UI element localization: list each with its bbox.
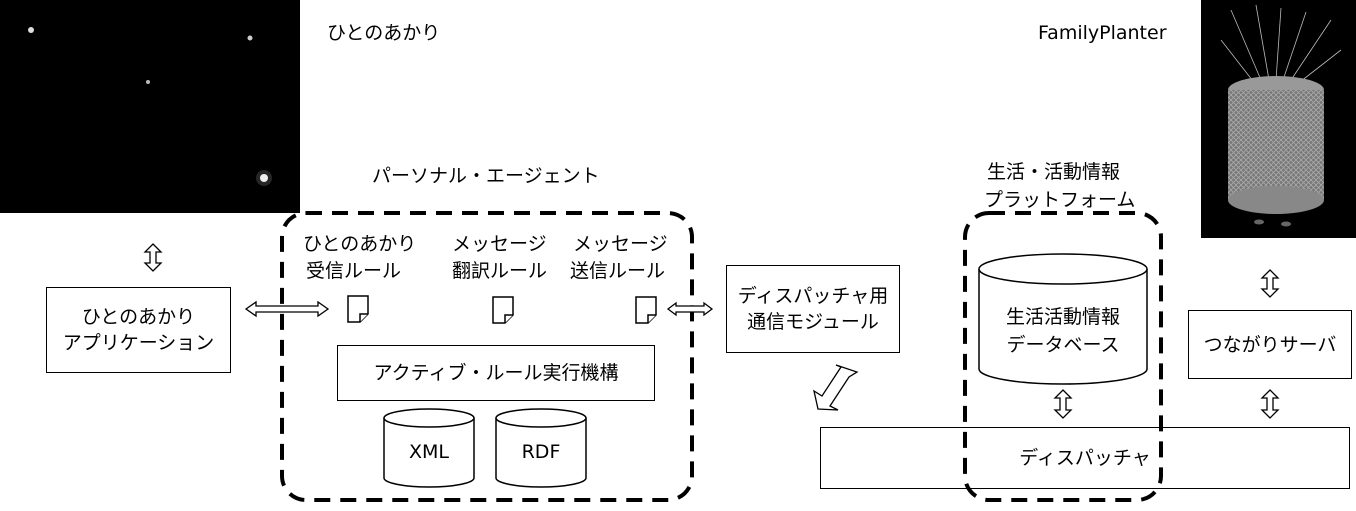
app-box-line2: アプリケーション xyxy=(62,332,215,354)
photo-app-vertical-arrow xyxy=(143,243,163,272)
database-cylinder xyxy=(978,253,1148,385)
familyplanter-photo xyxy=(1201,0,1356,238)
app-agent-horizontal-arrow xyxy=(244,300,330,318)
rule-1-line1: ひとのあかり xyxy=(303,233,417,255)
rule-2-line1: メッセージ xyxy=(452,233,547,255)
app-box-line1: ひとのあかり xyxy=(81,306,196,328)
rdf-label: RDF xyxy=(521,441,561,463)
database-dispatcher-vertical-arrow xyxy=(1053,389,1073,419)
rule-1-document-icon xyxy=(347,295,369,323)
rule-3-document-icon xyxy=(635,296,657,324)
hitonoakari-caption: ひとのあかり xyxy=(327,22,441,44)
database-label-line2: データベース xyxy=(1006,334,1120,356)
agent-module-horizontal-arrow xyxy=(666,301,714,317)
rule-2-document-icon xyxy=(492,296,514,324)
familyplanter-caption: FamilyPlanter xyxy=(1038,22,1167,44)
server-dispatcher-vertical-arrow xyxy=(1260,389,1280,419)
dispatch-module-line2: 通信モジュール xyxy=(747,311,879,333)
rule-engine-box: アクティブ・ルール実行機構 xyxy=(337,345,655,401)
dispatch-module-box: ディスパッチャ用 通信モジュール xyxy=(726,265,900,353)
database-label-line1: 生活活動情報 xyxy=(1005,306,1120,328)
xml-cylinder xyxy=(383,408,475,488)
platform-boundary xyxy=(963,211,1163,502)
rule-2-line2: 翻訳ルール xyxy=(452,260,548,282)
rule-engine-label: アクティブ・ルール実行機構 xyxy=(373,362,619,384)
rule-3-line2: 送信ルール xyxy=(570,260,666,282)
tsunagari-server-label: つながりサーバ xyxy=(1203,333,1337,356)
platform-title-line2: プラットフォーム xyxy=(984,189,1136,211)
rule-1-line2: 受信ルール xyxy=(306,260,402,282)
module-dispatcher-diagonal-arrow xyxy=(813,364,859,411)
tsunagari-server-box: つながりサーバ xyxy=(1188,310,1352,379)
agent-title: パーソナル・エージェント xyxy=(372,165,600,187)
rule-3-line1: メッセージ xyxy=(573,233,668,255)
hitonoakari-photo xyxy=(0,0,300,213)
dispatcher-label: ディスパッチャ xyxy=(1019,447,1151,469)
photo-server-vertical-arrow xyxy=(1260,269,1280,298)
planter-image xyxy=(1220,4,1342,227)
platform-title-line1: 生活・活動情報 xyxy=(987,161,1121,183)
dispatcher-box: ディスパッチャ xyxy=(820,427,1350,489)
xml-label: XML xyxy=(409,441,449,463)
dispatch-module-line1: ディスパッチャ用 xyxy=(737,285,889,307)
hitonoakari-app-box: ひとのあかり アプリケーション xyxy=(46,287,231,373)
light-points-image xyxy=(28,27,272,186)
rdf-cylinder xyxy=(495,408,587,488)
